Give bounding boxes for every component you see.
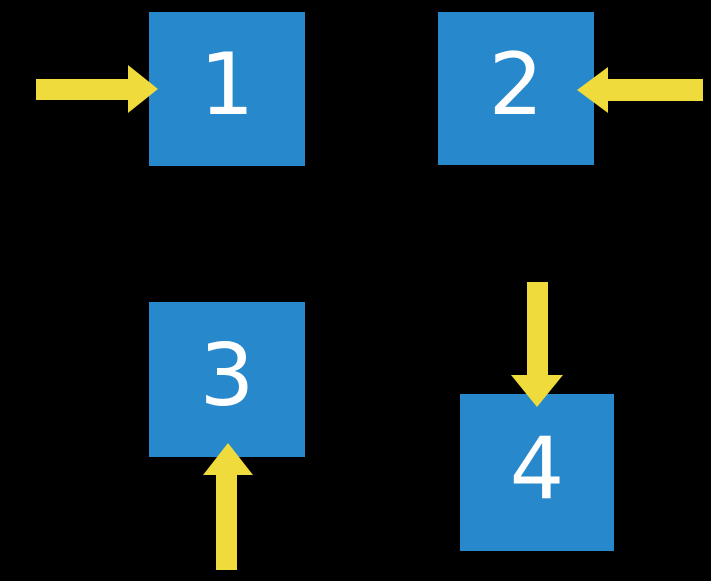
square-3: 3 [149,302,305,457]
square-2: 2 [438,12,594,165]
arrow-left-icon [577,67,608,113]
arrow-down-icon [511,375,563,407]
arrow-right-icon [128,65,158,113]
arrow-up-shaft [216,475,237,570]
arrow-down-shaft [527,282,548,375]
square-4-label: 4 [509,418,565,519]
arrow-up-icon [203,443,253,475]
arrow-left-shaft [608,79,703,101]
square-2-label: 2 [488,34,544,135]
arrow-right-shaft [36,79,128,100]
square-1: 1 [149,12,305,166]
square-4: 4 [460,394,614,551]
square-1-label: 1 [199,35,255,135]
square-3-label: 3 [199,325,255,426]
